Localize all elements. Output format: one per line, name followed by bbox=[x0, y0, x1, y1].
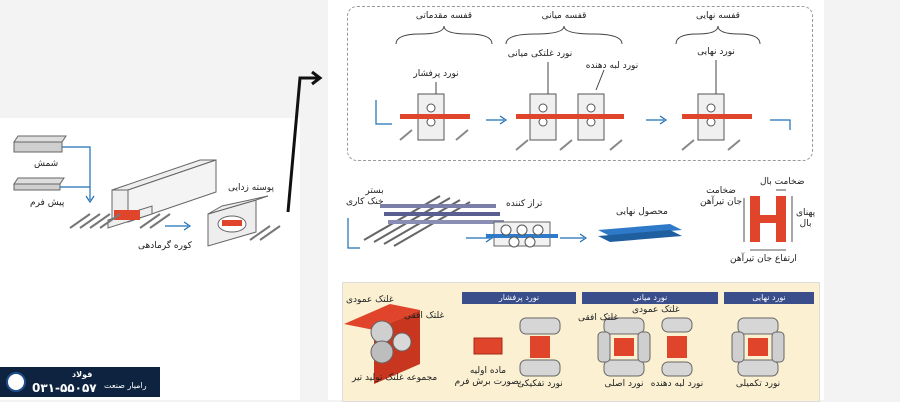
roller-table-left bbox=[69, 213, 171, 229]
label-roughing-mill: نورد پرفشار bbox=[413, 69, 459, 79]
label-finishing-stage: قفسه نهایی bbox=[696, 11, 740, 21]
breakdown-mill-rolls bbox=[519, 317, 561, 377]
brand-logo bbox=[6, 372, 26, 392]
brand-name: فولاد bbox=[72, 370, 93, 379]
edger-mill-rolls bbox=[661, 317, 693, 377]
label-flange-thickness: ضخامت بال bbox=[760, 177, 805, 187]
ingot-block bbox=[13, 135, 67, 153]
label-breakdown-mill: نورد تفکیکی bbox=[517, 379, 563, 389]
label-reheating-furnace: کوره گرمادهی bbox=[138, 241, 192, 251]
dimension-lines bbox=[743, 189, 793, 251]
left-panel bbox=[0, 118, 300, 400]
label-vertical-roll-2: غلتک عمودی bbox=[632, 305, 680, 315]
label-web-thickness: ضخامت جان تیرآهن bbox=[700, 186, 743, 207]
stage-brackets bbox=[395, 25, 761, 45]
brand-badge bbox=[0, 367, 160, 397]
hot-bars bbox=[400, 114, 752, 119]
label-vertical-roll: غلتک عمودی bbox=[346, 295, 394, 305]
label-finishing-mill-bottom: نورد تکمیلی bbox=[735, 379, 781, 389]
label-finishing-mill: نورد نهایی bbox=[697, 47, 735, 57]
label-cooling-bed: بستر خنک کاری bbox=[346, 186, 384, 207]
mill-stands-group bbox=[347, 6, 813, 161]
cooling-bed-bars bbox=[380, 204, 504, 224]
label-flange-width: پهنای بال bbox=[796, 208, 816, 229]
header-finishing: نورد نهایی bbox=[724, 292, 814, 304]
transition-arrow bbox=[286, 70, 323, 213]
brand-phone: 0۳۱-۵۵۰۵۷ bbox=[32, 381, 97, 395]
label-final-product: محصول نهایی bbox=[616, 207, 668, 217]
header-roughing: نورد پرفشار bbox=[462, 292, 576, 304]
finishing-mill-rolls bbox=[731, 317, 785, 377]
label-descaling: پوسته زدایی bbox=[228, 183, 274, 193]
label-horizontal-roll: غلتک افقی bbox=[404, 311, 445, 321]
roller-table-stands bbox=[399, 129, 741, 151]
label-stand-assembly: مجموعه غلتک تولید تیر bbox=[352, 373, 438, 383]
hot-billet bbox=[114, 210, 140, 220]
label-intermediate-stage: قفسه میانی bbox=[541, 11, 587, 21]
raw-material-block bbox=[473, 337, 503, 355]
label-raw-material: ماده اولیه بصورت برش فرم bbox=[454, 366, 522, 387]
main-mill-rolls bbox=[597, 317, 651, 377]
h-beam-section bbox=[750, 196, 786, 242]
feed-arrows bbox=[60, 146, 95, 204]
label-straightener: تراز کننده bbox=[506, 199, 543, 209]
label-ingot: شمش bbox=[34, 159, 59, 169]
preform-block bbox=[13, 177, 65, 191]
label-edger-mill: نورد لبه دهنده bbox=[650, 379, 704, 389]
brand-subtitle: رامیار صنعت bbox=[104, 381, 147, 390]
reheating-furnace bbox=[107, 159, 217, 229]
flow-arrows-top bbox=[375, 100, 791, 130]
stand-assembly bbox=[344, 304, 420, 384]
label-horizontal-roll-2: غلتک افقی bbox=[578, 313, 619, 323]
straightener bbox=[486, 221, 558, 248]
label-intermediate-mill: نورد غلتکی میانی bbox=[507, 49, 573, 59]
label-web-height: ارتفاع جان تیرآهن bbox=[730, 254, 797, 264]
header-intermediate: نورد میانی bbox=[582, 292, 718, 304]
label-preform: پیش فرم bbox=[30, 198, 65, 208]
label-roughing-stage: قفسه مقدماتی bbox=[415, 11, 473, 21]
stand-rolls bbox=[426, 103, 716, 127]
final-product-beam bbox=[598, 224, 682, 242]
label-leaders bbox=[435, 60, 717, 96]
label-edger-mill-top: نورد لبه دهنده bbox=[585, 61, 639, 71]
label-main-mill: نورد اصلی bbox=[604, 379, 644, 389]
